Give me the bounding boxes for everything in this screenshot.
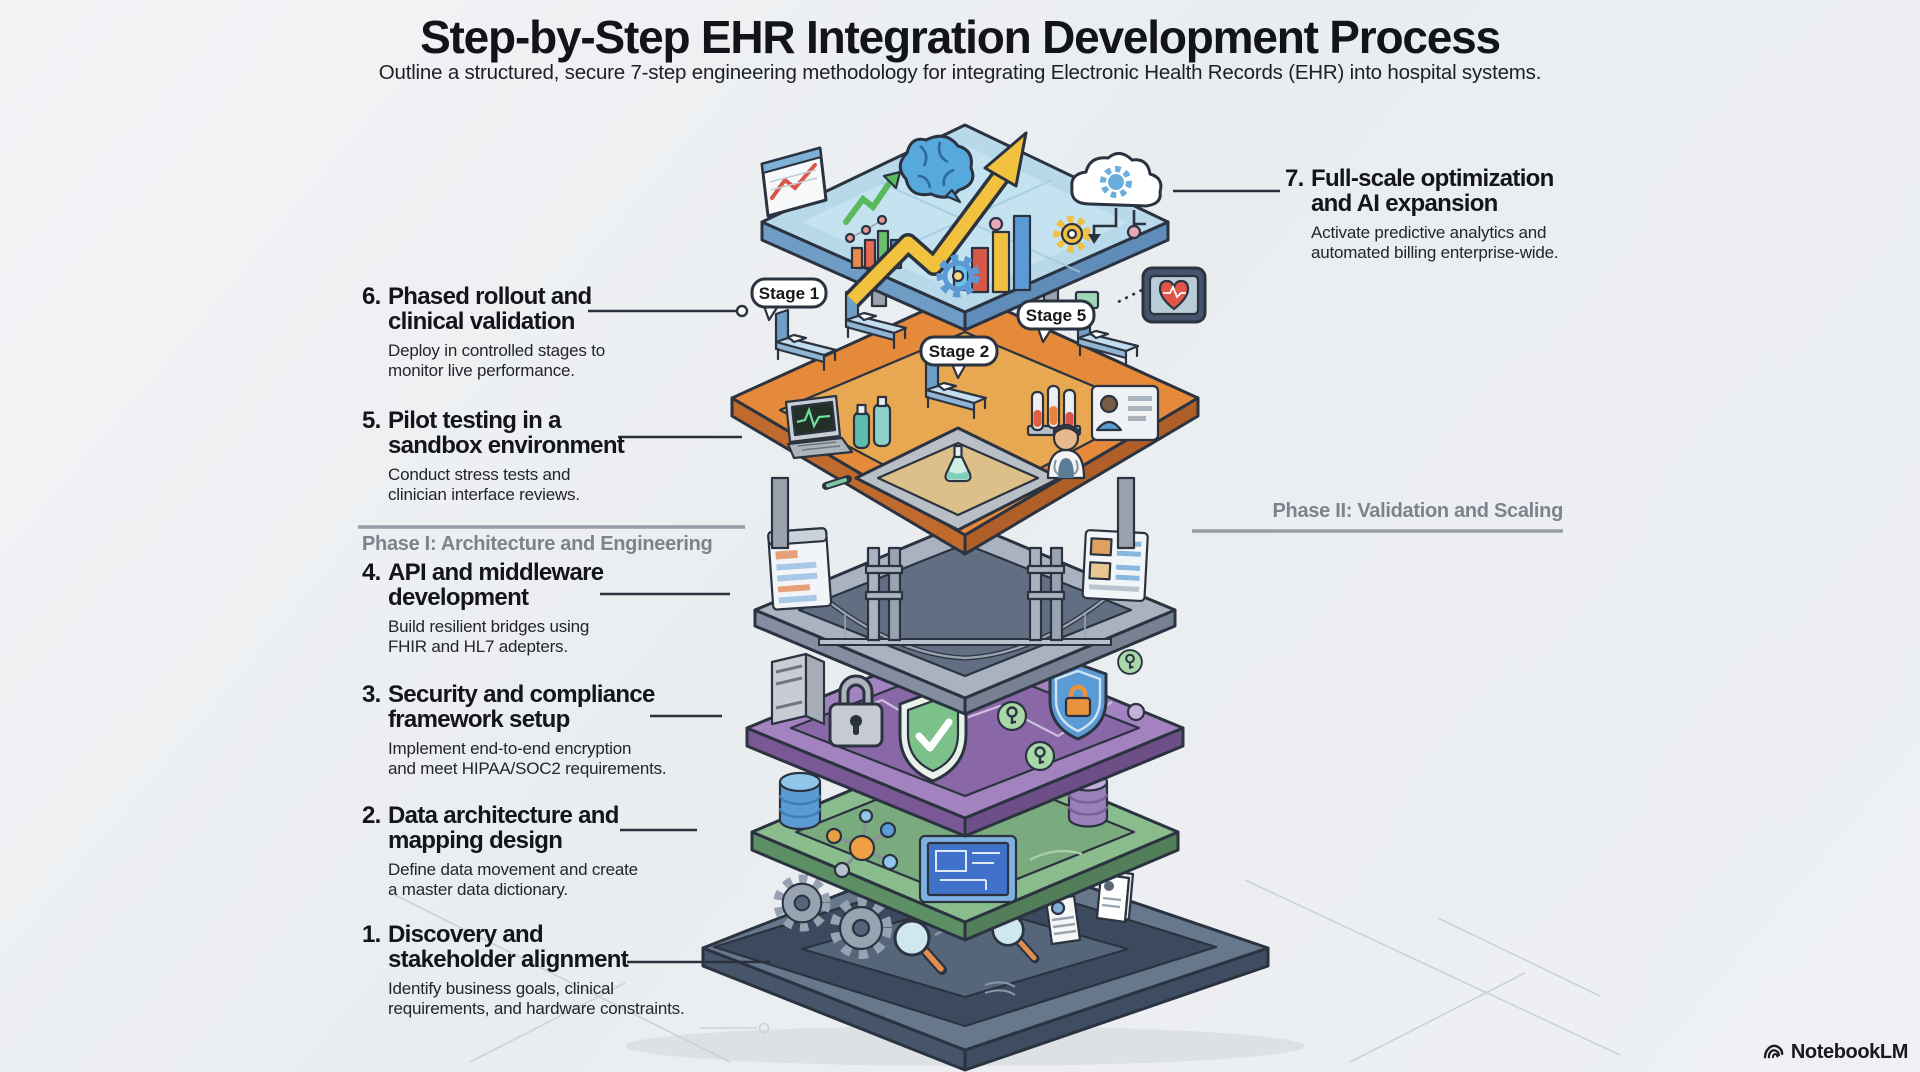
page-title: Step-by-Step EHR Integration Development… [420,11,1501,63]
step-title: Discovery and [388,921,544,948]
node-dot [1126,702,1146,722]
step-number: 6. [362,283,381,310]
server-icon [770,652,826,726]
step-title: Data architecture and [388,802,619,829]
step-number: 3. [362,681,381,708]
document-icon [1044,894,1082,946]
growth-arrow-icon [843,170,902,244]
layer-rollout-sandbox [730,286,1200,556]
brand-footer: NotebookLM [1762,1041,1908,1064]
stage-callout: Stage 5 [1016,299,1096,344]
stage-label: Stage 2 [929,342,989,361]
step-number: 4. [362,559,381,586]
layer-security [745,636,1185,838]
step-number: 7. [1285,165,1304,192]
step-number: 2. [362,802,381,829]
clinician-screen-icon [1090,384,1160,442]
key-node-icon [1117,649,1143,675]
gear-icon [936,254,980,298]
shield-check-icon [898,690,968,783]
key-node-icon [1024,740,1056,772]
pen-icon [822,475,852,490]
support-pillars [770,476,1136,550]
step-title: Phased rollout and [388,283,592,310]
key-node-icon [996,700,1028,732]
doctor-icon [1046,423,1086,480]
sketch-lines [984,981,1016,996]
notebooklm-logo-icon [1763,1044,1784,1059]
step-title: Full-scale optimization [1311,165,1554,192]
phase-divider-lines [358,525,1563,533]
flask-icon [944,444,972,483]
shield-lock-icon [1048,662,1108,741]
database-icon [778,771,822,831]
layer-analytics [760,123,1170,332]
gear-icon [1053,215,1091,253]
phase-1-label: Phase I: Architecture and Engineering [362,533,713,555]
stage-label: Stage 1 [759,284,819,303]
ecg-monitor-icon [784,394,854,460]
layer-discovery-base [701,843,1270,1072]
bar-chart-icon [952,214,1032,294]
blueprint-icon [918,834,1018,904]
bridge-icon [806,546,1124,661]
chart-screen-icon [760,146,828,218]
layer-api-bridge [753,520,1177,716]
phase-2-label: Phase II: Validation and Scaling [1272,500,1564,522]
network-hub-icon [825,808,899,879]
padlock-icon [828,674,884,748]
step-title: API and middleware [388,559,604,586]
brain-icon [898,134,975,204]
bottles-icon [852,395,892,450]
step-number: 5. [362,407,381,434]
stage-label: Stage 5 [1026,306,1086,325]
api-doc-window-icon [1081,529,1149,603]
step-title: Pilot testing in a [388,407,561,434]
stage-callout: Stage 2 [919,335,999,380]
step-number: 1. [362,921,381,948]
step-connectors [588,189,1280,964]
trend-arrow-icon [844,131,1028,308]
stage-callout: Stage 1 [750,277,828,322]
brand-name: NotebookLM [1790,1041,1909,1063]
step-title: Security and compliance [388,681,655,708]
sandbox-icon [854,426,1062,532]
heart-monitor-icon [1117,266,1207,324]
floor-decoration-lines [394,879,1621,1063]
cloud-gear-icon [988,152,1163,244]
page-subtitle: Outline a structured, secure 7-step engi… [378,61,1542,84]
booklet-icon [1095,868,1135,924]
